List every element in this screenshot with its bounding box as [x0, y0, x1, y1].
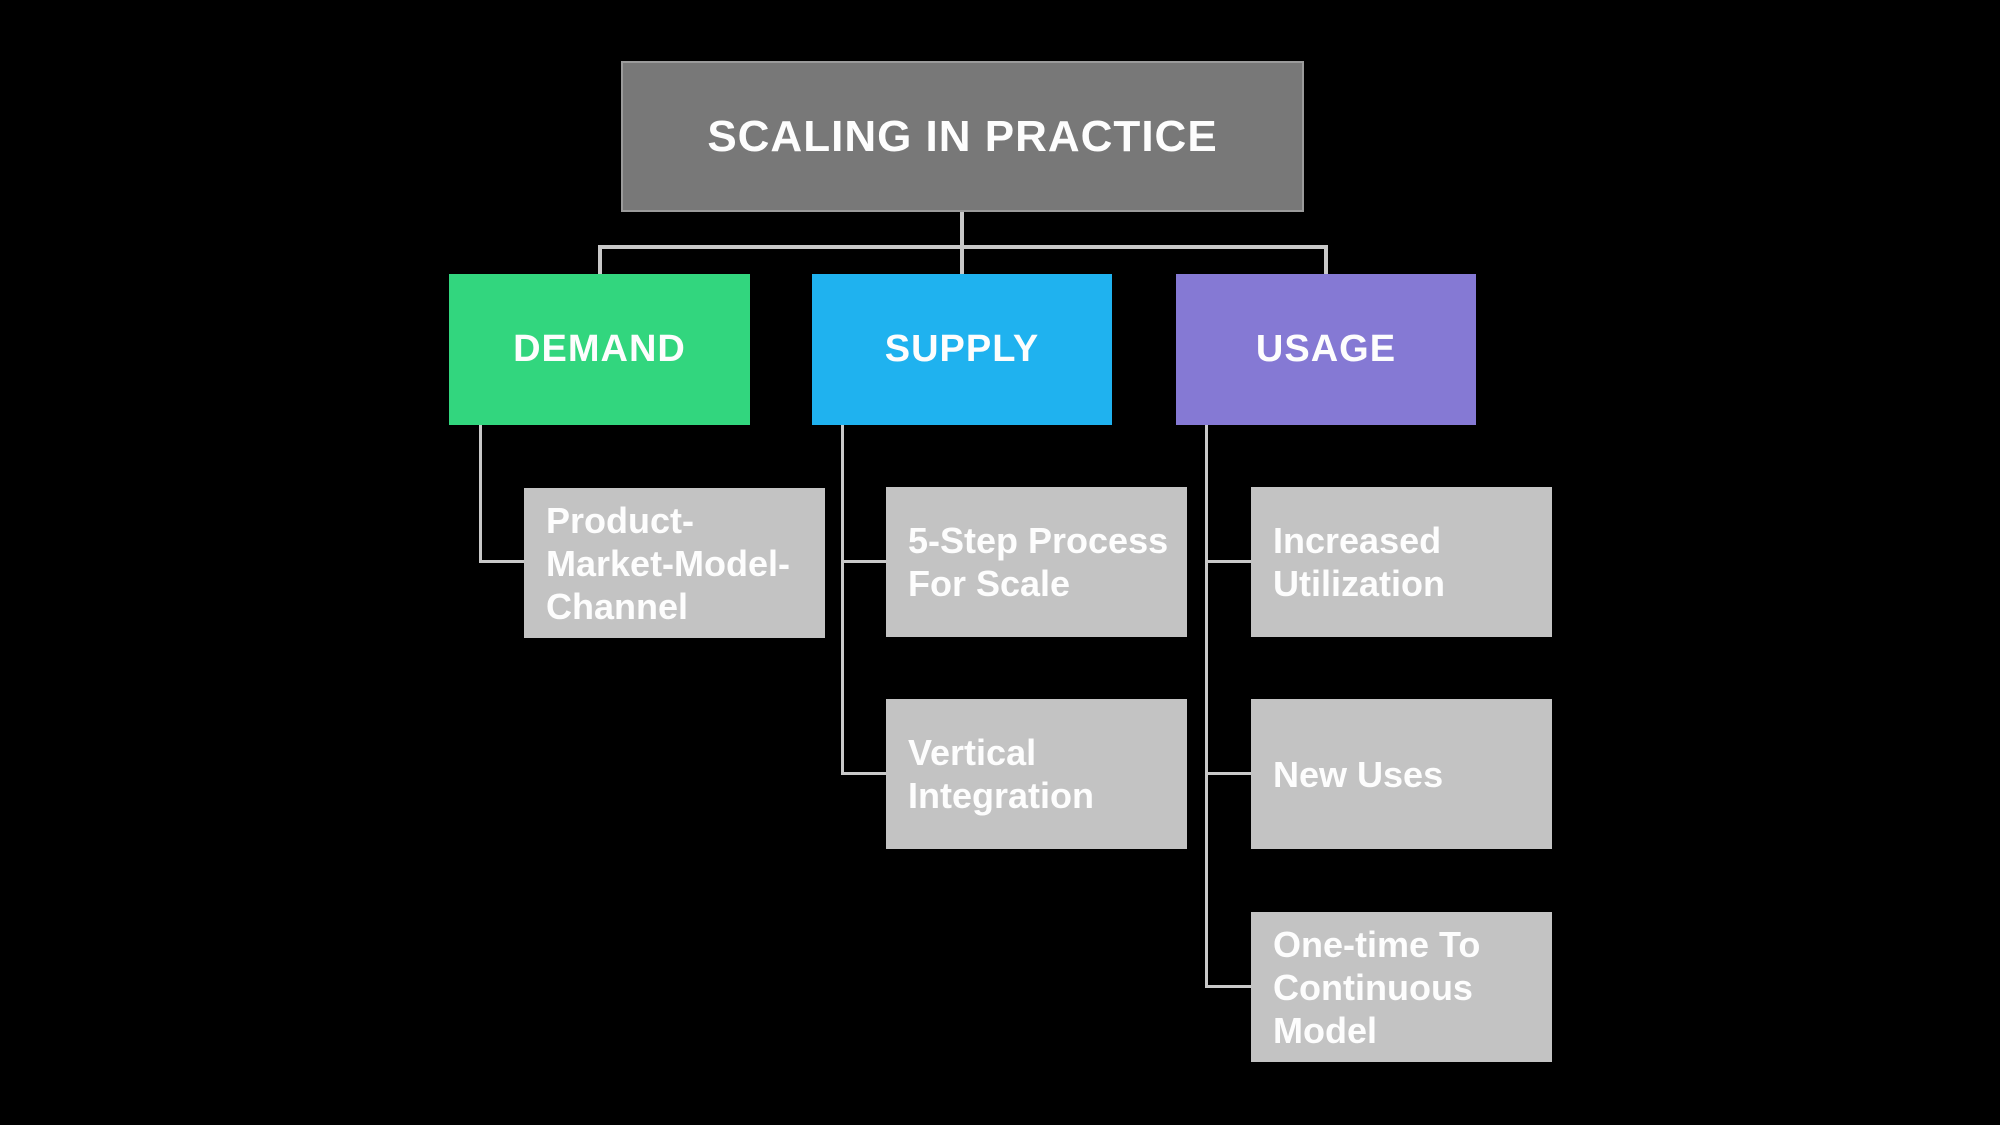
connector-branch-horizontal — [598, 245, 1328, 249]
leaf-node-new-uses: New Uses — [1251, 699, 1552, 849]
connector-demand-vertical — [479, 425, 482, 563]
connector-supply-stub-2 — [841, 772, 886, 775]
leaf-node-product-market-model-channel: Product- Market-Model- Channel — [524, 488, 825, 638]
root-node-label: SCALING IN PRACTICE — [707, 111, 1218, 161]
branch-demand-label: DEMAND — [513, 328, 686, 370]
branch-node-usage: USAGE — [1176, 274, 1476, 425]
connector-demand-stub-1 — [479, 560, 524, 563]
leaf-node-5-step-process-for-scale: 5-Step Process For Scale — [886, 487, 1187, 637]
leaf-node-vertical-integration: Vertical Integration — [886, 699, 1187, 849]
leaf-label: Increased Utilization — [1273, 520, 1445, 604]
leaf-label: New Uses — [1273, 753, 1444, 795]
connector-drop-usage — [1324, 245, 1328, 274]
connector-supply-vertical — [841, 425, 844, 775]
branch-supply-label: SUPPLY — [884, 328, 1040, 370]
leaf-label: Product- Market-Model- Channel — [546, 499, 791, 627]
connector-title-to-branches — [960, 212, 964, 274]
connector-usage-stub-1 — [1205, 560, 1251, 563]
root-node-scaling-in-practice: SCALING IN PRACTICE — [621, 61, 1304, 212]
branch-node-supply: SUPPLY — [812, 274, 1112, 425]
leaf-label: 5-Step Process For Scale — [908, 520, 1169, 604]
branch-node-demand: DEMAND — [449, 274, 750, 425]
connector-supply-stub-1 — [841, 560, 886, 563]
leaf-label: One-time To Continuous Model — [1273, 923, 1481, 1051]
leaf-label: Vertical Integration — [908, 732, 1094, 816]
branch-usage-label: USAGE — [1255, 328, 1397, 370]
connector-usage-stub-3 — [1205, 985, 1251, 988]
connector-usage-stub-2 — [1205, 772, 1251, 775]
connector-drop-demand — [598, 245, 602, 274]
connector-usage-vertical — [1205, 425, 1208, 988]
leaf-node-one-time-to-continuous-model: One-time To Continuous Model — [1251, 912, 1552, 1062]
leaf-node-increased-utilization: Increased Utilization — [1251, 487, 1552, 637]
